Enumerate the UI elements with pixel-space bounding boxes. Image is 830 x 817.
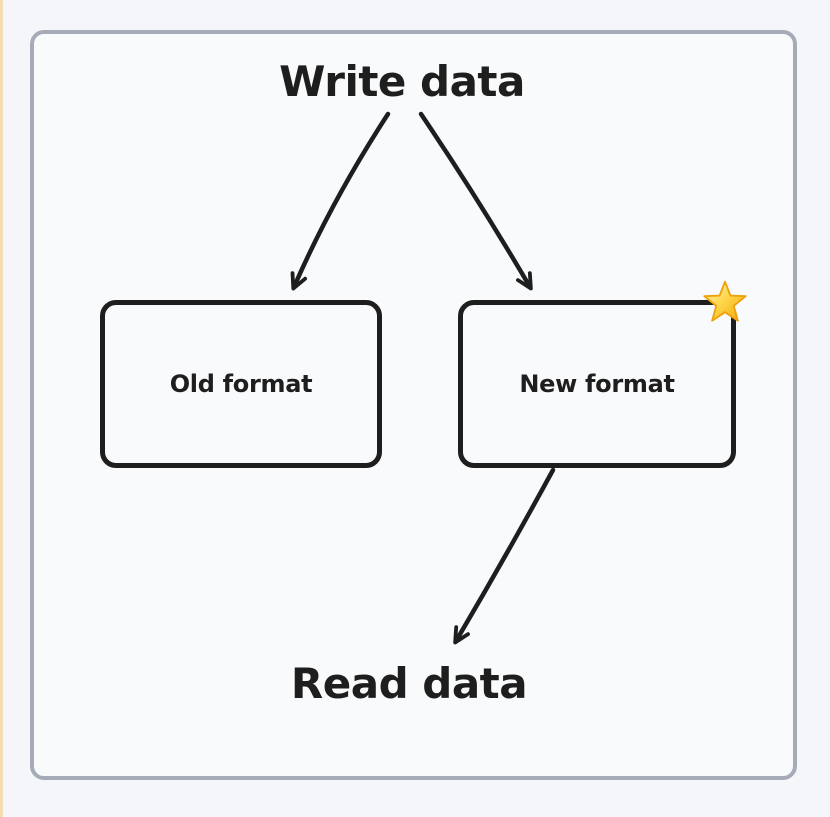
old-format-label: Old format [169, 370, 313, 398]
canvas-frame [30, 30, 797, 780]
new-format-node: New format [458, 300, 736, 468]
read-data-label: Read data [290, 659, 528, 708]
old-format-node: Old format [100, 300, 382, 468]
write-data-label: Write data [279, 57, 525, 106]
new-format-label: New format [519, 370, 675, 398]
star-icon [703, 280, 747, 322]
left-edge-accent [0, 0, 3, 817]
